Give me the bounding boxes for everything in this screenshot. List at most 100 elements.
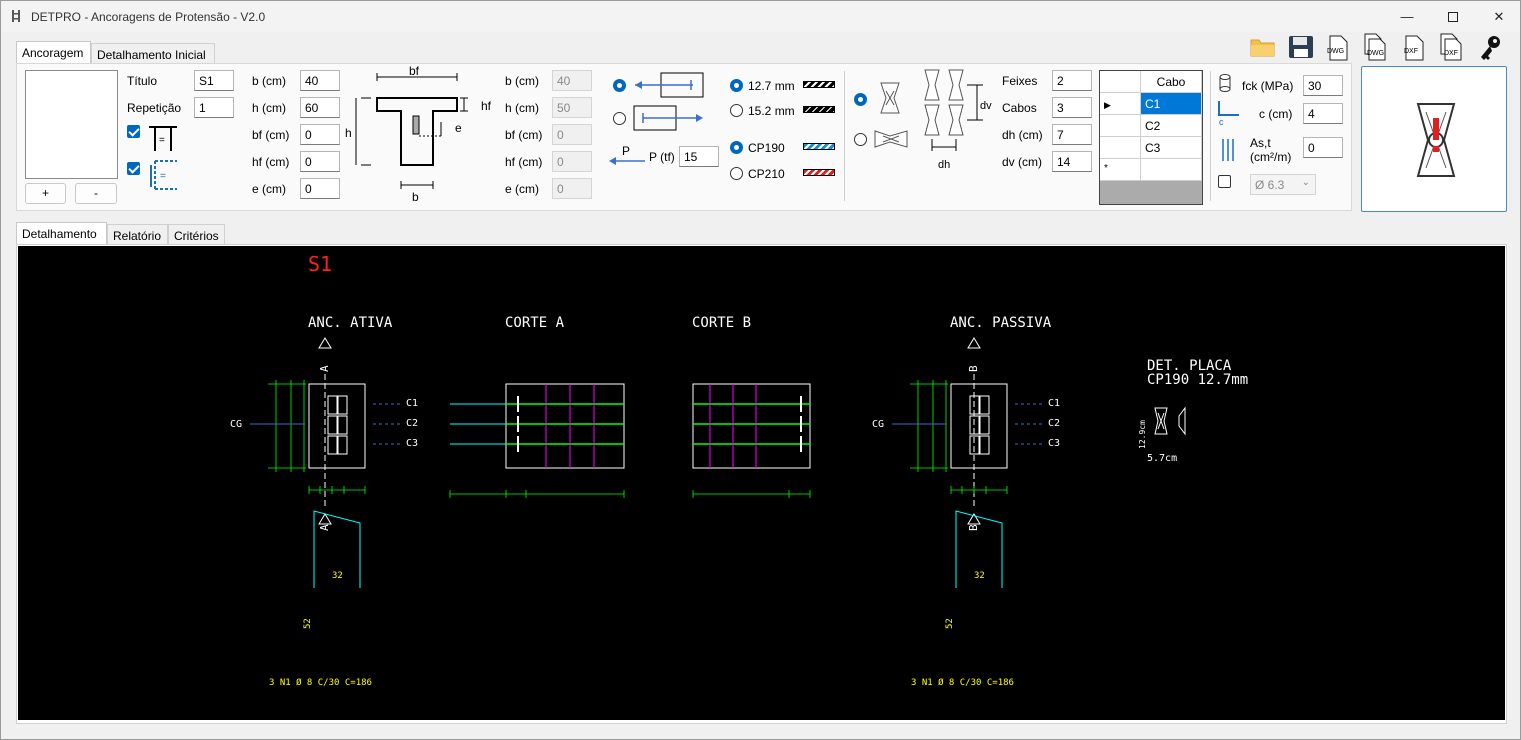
force-symbol: P [622, 144, 630, 158]
close-button[interactable]: ✕ [1476, 1, 1521, 32]
minimize-button[interactable]: — [1384, 1, 1430, 32]
view-title-ativa: ANC. ATIVA [308, 315, 393, 331]
maximize-icon [1448, 11, 1458, 22]
tsection-checkbox[interactable] [127, 125, 140, 138]
tab-label: Detalhamento [22, 227, 97, 241]
cable-label: C2 [1048, 418, 1060, 429]
open-folder-icon[interactable] [1250, 36, 1276, 58]
cad-drawing-canvas[interactable]: S1 ANC. ATIVA CORTE A CORTE B ANC. PASSI… [18, 246, 1505, 720]
cg-label-ativa: CG [230, 419, 242, 430]
repeticao-input[interactable]: 1 [194, 97, 234, 118]
diagram-bf: bf [409, 64, 420, 78]
dv-input[interactable]: 14 [1052, 151, 1092, 172]
cabos-label: Cabos [1002, 101, 1037, 115]
det-placa-spec: CP190 12.7mm [1147, 372, 1248, 388]
export-dwg-multi-icon[interactable]: DWG [1362, 33, 1390, 61]
export-dxf-multi-icon[interactable]: DXF [1438, 33, 1466, 61]
b2-input: 40 [552, 70, 592, 91]
grid-cell-c2[interactable]: C2 [1141, 115, 1202, 137]
bf-input[interactable]: 0 [300, 124, 340, 145]
p-label: P (tf) [649, 150, 675, 164]
bar-dim-side: 52 [945, 618, 955, 629]
cable-label: C1 [1048, 398, 1060, 409]
cable-spacing-diagram: dv dh [924, 69, 992, 171]
tab-criterios[interactable]: Critérios [168, 224, 225, 245]
remove-section-button[interactable]: - [75, 183, 117, 204]
anchor-vertical-radio[interactable] [854, 93, 867, 106]
ast-input[interactable]: 0 [1303, 137, 1343, 158]
anchor-preview [1361, 66, 1507, 212]
grid-cell-new[interactable] [1141, 159, 1202, 181]
tab-detalhamento[interactable]: Detalhamento [16, 222, 107, 245]
cp190-radio[interactable] [730, 141, 743, 154]
dh-input[interactable]: 7 [1052, 124, 1092, 145]
anchor-horizontal-radio[interactable] [854, 133, 867, 146]
export-dxf-icon[interactable]: DXF [1401, 35, 1427, 61]
strand-127-radio[interactable] [730, 79, 743, 92]
bf2-label: bf (cm) [505, 128, 543, 142]
bar-checkbox[interactable] [1218, 175, 1231, 188]
active-right-radio[interactable] [613, 112, 626, 125]
det-placa-title: DET. PLACA [1147, 358, 1232, 374]
cabos-input[interactable]: 3 [1052, 97, 1092, 118]
dh-label: dh (cm) [1002, 128, 1043, 142]
plate-height: 12.9cm [1138, 420, 1147, 449]
ast-label-2: (cm²/m) [1250, 150, 1292, 164]
hf2-input: 0 [552, 151, 592, 172]
section-mark-b-top: B [967, 365, 980, 372]
e-input[interactable]: 0 [300, 178, 340, 199]
drawing-title: S1 [308, 252, 332, 276]
tab-label: Critérios [174, 229, 219, 243]
c-input[interactable]: 4 [1303, 103, 1343, 124]
hf-input[interactable]: 0 [300, 151, 340, 172]
b-input[interactable]: 40 [300, 70, 340, 91]
plate-width: 5.7cm [1147, 453, 1177, 464]
h-input[interactable]: 60 [300, 97, 340, 118]
chevron-down-icon: ⌄ [1301, 177, 1310, 188]
tab-ancoragem[interactable]: Ancoragem [16, 41, 91, 64]
e2-input: 0 [552, 178, 592, 199]
add-section-button[interactable]: + [25, 183, 66, 204]
bar-spec-ativa: 3 N1 Ø 8 C/30 C=186 [269, 677, 372, 688]
view-title-corte-a: CORTE A [505, 315, 565, 331]
feixes-input[interactable]: 2 [1052, 70, 1092, 91]
tab-detalhamento-inicial[interactable]: Detalhamento Inicial [91, 43, 215, 64]
strand-152-radio[interactable] [730, 104, 743, 117]
anchor-plate-icon [1416, 103, 1456, 177]
add-label: + [41, 186, 49, 200]
tab-label: Detalhamento Inicial [97, 48, 206, 62]
svg-text:DXF: DXF [1444, 50, 1458, 57]
save-icon[interactable] [1288, 35, 1314, 59]
section-list[interactable] [25, 70, 118, 179]
tab-relatorio[interactable]: Relatório [107, 224, 168, 245]
close-icon: ✕ [1493, 8, 1505, 24]
key-icon[interactable] [1478, 35, 1502, 61]
e2-label: e (cm) [505, 182, 539, 196]
svg-text:DWG: DWG [1327, 48, 1344, 55]
cp210-swatch [803, 169, 835, 176]
cp190-label: CP190 [748, 141, 785, 155]
b2-label: b (cm) [505, 74, 539, 88]
bar-shape-ativa: 32 52 3 N1 Ø 8 C/30 C=186 [269, 510, 372, 688]
grid-cell-c3[interactable]: C3 [1141, 137, 1202, 159]
diagram-e: e [455, 121, 462, 135]
export-dwg-icon[interactable]: DWG [1325, 35, 1351, 61]
cover-icon: c [1218, 101, 1239, 127]
stirrup-checkbox[interactable] [127, 162, 140, 175]
p-input[interactable]: 15 [679, 146, 719, 167]
anchor-right-icon [633, 105, 703, 131]
cable-grid[interactable]: Cabo ▶ C1 C2 C3 * [1099, 70, 1203, 205]
grid-cell-c1[interactable]: C1 [1141, 93, 1202, 115]
fck-input[interactable]: 30 [1303, 75, 1343, 96]
cover-symbol: c [1219, 117, 1224, 127]
titulo-label: Título [127, 74, 158, 88]
titulo-input[interactable]: S1 [194, 70, 234, 91]
cp210-radio[interactable] [730, 167, 743, 180]
cable-label: C2 [406, 418, 418, 429]
view-title-passiva: ANC. PASSIVA [950, 315, 1052, 331]
maximize-button[interactable] [1430, 1, 1476, 32]
bar-diameter-value: Ø 6.3 [1255, 178, 1285, 192]
bar-dim-top: 32 [332, 571, 343, 581]
tab-label: Ancoragem [22, 46, 84, 60]
active-left-radio[interactable] [613, 79, 626, 92]
